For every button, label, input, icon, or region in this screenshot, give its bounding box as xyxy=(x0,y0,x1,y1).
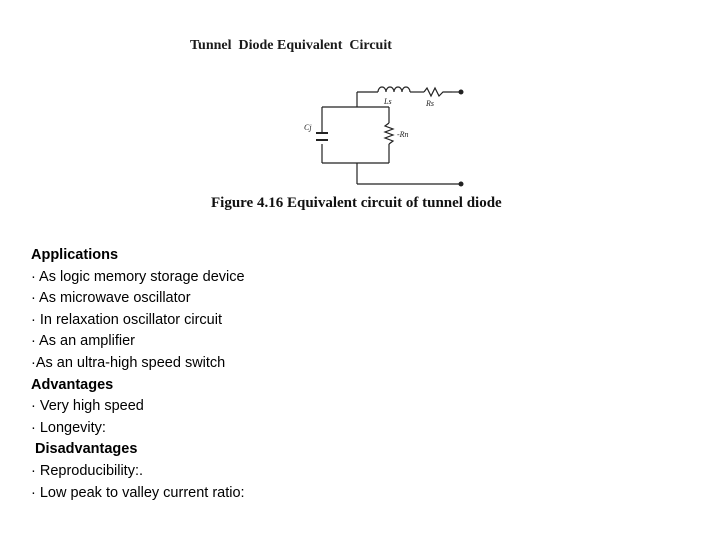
capacitor-label: Cj xyxy=(304,123,312,132)
list-item: · Reproducibility:. xyxy=(31,462,144,479)
circuit-diagram: Ls Rs Cj -Rn xyxy=(304,86,464,187)
negative-resistor xyxy=(383,122,395,145)
advantages-heading: Advantages xyxy=(31,376,114,393)
figure-caption: Figure 4.16 Equivalent circuit of tunnel… xyxy=(211,195,502,211)
inductor-label: Ls xyxy=(383,97,392,106)
applications-heading: Applications xyxy=(31,247,119,263)
list-item: · As microwave oscillator xyxy=(31,290,191,307)
circuit-title: Tunnel Diode Equivalent Circuit xyxy=(190,38,392,53)
list-item: · As an amplifier xyxy=(31,333,135,350)
terminal-top xyxy=(458,89,464,95)
list-item: ·As an ultra-high speed switch xyxy=(31,354,226,371)
series-resistor xyxy=(423,86,452,98)
list-item: · Low peak to valley current ratio: xyxy=(31,484,245,501)
list-item: · In relaxation oscillator circuit xyxy=(31,311,222,328)
list-item: · As logic memory storage device xyxy=(31,268,245,285)
series-resistor-label: Rs xyxy=(425,99,434,108)
text-block: Applications · As logic memory storage d… xyxy=(31,245,245,504)
terminal-bottom xyxy=(458,181,464,187)
list-item: · Longevity: xyxy=(31,419,106,436)
inductor-coil xyxy=(377,86,411,93)
disadvantages-heading: Disadvantages xyxy=(31,441,138,458)
list-item: · Very high speed xyxy=(31,398,144,415)
negative-resistor-label: -Rn xyxy=(397,130,409,139)
